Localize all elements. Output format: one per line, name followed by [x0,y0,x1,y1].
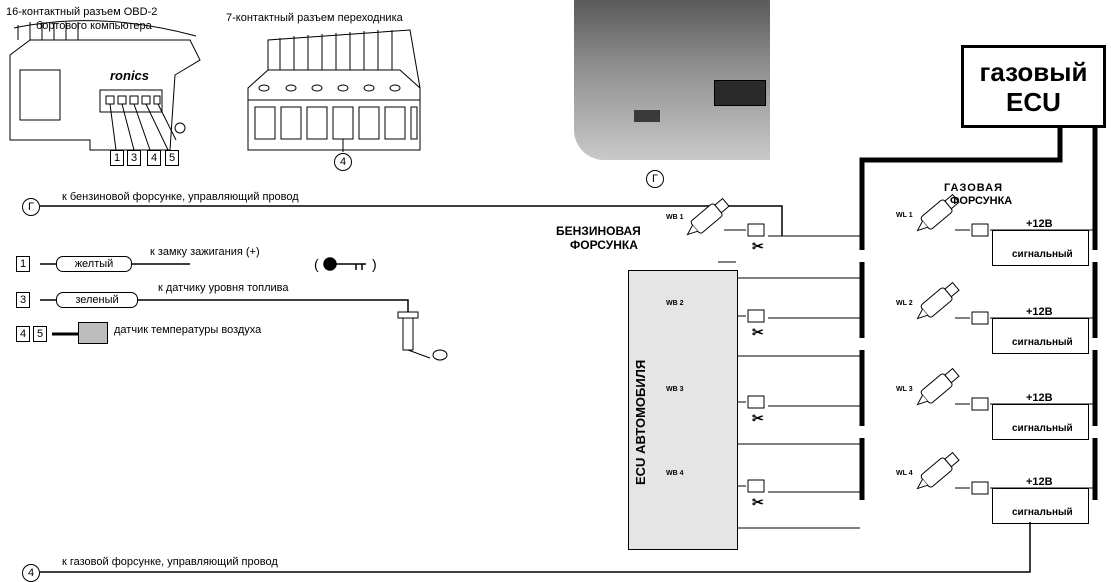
adapter-connector-drawing [247,29,421,152]
cut-icon-4: ✂ [752,494,764,510]
g-marker: Г [22,198,40,216]
signal-box-1 [992,230,1089,266]
green-wire-label: зеленый [56,292,138,308]
wires [40,205,1031,573]
plus12-4: +12В [1026,476,1053,488]
obd-pin-4: 4 [147,150,161,166]
wb3-label: WB 3 [666,386,684,393]
obd-pin-5: 5 [165,150,179,166]
signal-box-3 [992,404,1089,440]
key-paren-close: ) [372,256,377,272]
signal-label-3: сигнальный [1012,423,1073,434]
petrol-title-2: ФОРСУНКА [570,238,638,252]
obd-pin-1: 1 [110,150,124,166]
wl3-label: WL 3 [896,386,913,393]
signal-box-4 [992,488,1089,524]
gas-title-1: ГАЗОВАЯ [944,182,1004,194]
gas-ecu-box: газовый ECU [961,45,1106,128]
wb1-label: WB 1 [666,214,684,221]
air-temp-sensor [78,322,108,344]
petrol-title-1: БЕНЗИНОВАЯ [556,224,641,238]
adapter-pin-marker: 4 [334,153,352,171]
cut-icon-1: ✂ [752,238,764,254]
plus12-2: +12В [1026,306,1053,318]
car-ecu-label: ECU АВТОМОБИЛЯ [633,359,648,485]
gas-title-2: ФОРСУНКА [950,195,1013,207]
car-ecu-box [628,270,738,550]
cut-icon-2: ✂ [752,324,764,340]
obd-pin-3: 3 [127,150,141,166]
obd-brand: ronics [110,68,150,83]
cut-icon-3: ✂ [752,410,764,426]
harness-segments [858,250,1099,438]
wire-pin-1: 1 [16,256,30,272]
wb4-label: WB 4 [666,470,684,477]
key-paren-open: ( [314,256,319,272]
adapter-caption: 7-контактный разъем переходника [226,12,403,24]
gas-ecu-line1: газовый [979,57,1088,87]
wire-pin-4: 4 [16,326,30,342]
g-wire-text: к бензиновой форсунке, управляющий прово… [62,191,299,203]
yellow-wire-label: желтый [56,256,132,272]
obd-caption-1: 16-контактный разъем OBD-2 [6,6,158,18]
wl4-label: WL 4 [896,470,913,477]
photo-pin-marker: Г [646,170,664,188]
fuel-sensor-drawing [397,311,448,361]
signal-label-2: сигнальный [1012,337,1073,348]
plus12-3: +12В [1026,392,1053,404]
petrol-ecu-lines [718,235,862,529]
obd-caption-2: бортового компьютера [36,20,152,32]
wire-pin-5: 5 [33,326,47,342]
air-temp-text: датчик температуры воздуха [114,324,262,336]
signal-box-2 [992,318,1089,354]
signal-label-1: сигнальный [1012,249,1073,260]
wl1-label: WL 1 [896,212,913,219]
signal-label-4: сигнальный [1012,507,1073,518]
ignition-text: к замку зажигания (+) [150,246,260,258]
key-drawing [323,257,366,271]
gas-ecu-line2: ECU [1006,87,1061,117]
gas-lines [990,229,1094,489]
wire-pin-3: 3 [16,292,30,308]
fuel-level-text: к датчику уровня топлива [158,282,289,294]
plus12-1: +12В [1026,218,1053,230]
bottom-marker: 4 [22,564,40,582]
adapter-photo [574,0,770,160]
wl2-label: WL 2 [896,300,913,307]
gas-wire-text: к газовой форсунке, управляющий провод [62,556,278,568]
gas-injectors [916,193,989,495]
obd-connector-drawing [9,20,201,151]
wb2-label: WB 2 [666,300,684,307]
